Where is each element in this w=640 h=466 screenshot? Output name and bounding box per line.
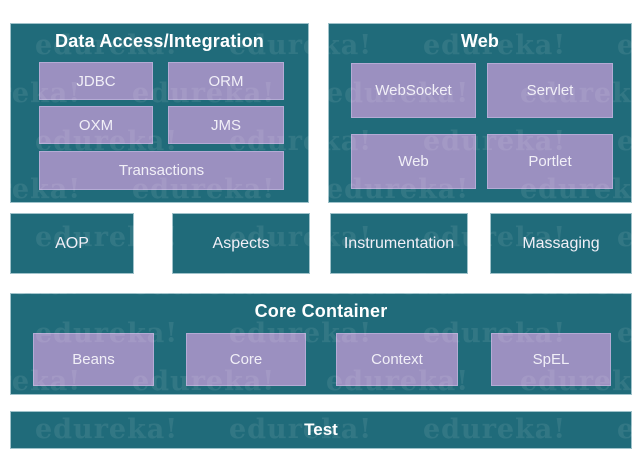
module-jdbc: JDBC [39, 62, 153, 100]
module-websocket: WebSocket [351, 63, 476, 118]
web-title: Web [460, 31, 500, 51]
block-instrumentation: Instrumentation [330, 213, 468, 274]
module-context: Context [336, 333, 458, 386]
core-container-title: Core Container [254, 301, 388, 321]
watermark-text: edureka! [0, 462, 81, 466]
block-massaging: Massaging [490, 213, 632, 274]
test-label: Test [304, 420, 338, 439]
block-aop: AOP [10, 213, 134, 274]
watermark-text: edureka! [0, 0, 81, 13]
aspects-label: Aspects [212, 234, 270, 252]
module-oxm: OXM [39, 106, 153, 144]
data-access-integration-title: Data Access/Integration [55, 31, 264, 51]
module-orm: ORM [168, 62, 284, 100]
module-portlet: Portlet [487, 134, 613, 189]
block-aspects: Aspects [172, 213, 310, 274]
instrumentation-label: Instrumentation [343, 234, 455, 252]
panel-data-access-integration: Data Access/Integration JDBC ORM OXM JMS… [10, 23, 309, 203]
watermark-text: edureka! [520, 462, 640, 466]
module-servlet: Servlet [487, 63, 613, 118]
watermark-text: edureka! [132, 462, 275, 466]
module-core: Core [186, 333, 306, 386]
watermark-text: edureka! [132, 0, 275, 13]
module-spel: SpEL [491, 333, 611, 386]
block-test: Test [10, 411, 632, 449]
module-web: Web [351, 134, 476, 189]
panel-web: Web WebSocket Servlet Web Portlet [328, 23, 632, 203]
watermark-text: edureka! [520, 0, 640, 13]
watermark-text: edureka! [326, 0, 469, 13]
module-transactions: Transactions [39, 151, 284, 190]
massaging-label: Massaging [522, 234, 600, 252]
module-beans: Beans [33, 333, 154, 386]
aop-label: AOP [55, 234, 89, 252]
module-jms: JMS [168, 106, 284, 144]
panel-core-container: Core Container Beans Core Context SpEL [10, 293, 632, 395]
watermark-text: edureka! [326, 462, 469, 466]
